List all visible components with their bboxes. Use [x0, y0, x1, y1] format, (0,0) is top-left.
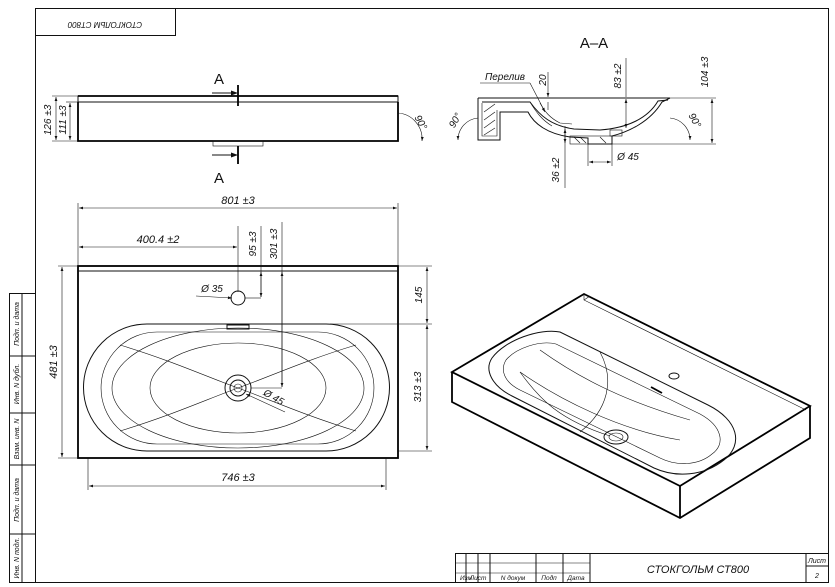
- section-view: А–А Перелив 20 83 ±2: [447, 35, 716, 188]
- cut-label-top: А: [214, 71, 224, 88]
- dim-95: 95 ±3: [248, 231, 259, 256]
- cut-label-bottom: А: [214, 170, 224, 187]
- dim-481: 481 ±3: [48, 344, 60, 378]
- dim-313: 313 ±3: [413, 371, 424, 402]
- col-list: Лист: [469, 575, 487, 582]
- stamp-label-1: Подп. и дата: [13, 302, 21, 346]
- drawing-frame: [35, 8, 829, 583]
- overflow-label: Перелив: [485, 72, 525, 83]
- stamp-label-3: Взам. инв. N: [14, 418, 21, 460]
- mirrored-code-text: СТОКГОЛЬМ СТ800: [67, 20, 142, 29]
- dim-746: 746 ±3: [221, 472, 255, 484]
- dim-801: 801 ±3: [221, 195, 255, 207]
- side-stamp: Подп. и дата Инв. N дубл. Взам. инв. N П…: [9, 293, 36, 583]
- dim-301: 301 ±3: [269, 228, 280, 259]
- iso-view: [450, 292, 812, 520]
- stamp-label-2: Инв. N дубл.: [13, 364, 21, 405]
- dim-d35: Ø 35: [200, 284, 223, 295]
- title-block: Изм Лист N докум Подп Дата СТОКГОЛЬМ СТ8…: [455, 553, 829, 583]
- sec-dim-20: 20: [538, 74, 549, 87]
- side-angle: 90°: [412, 113, 429, 132]
- stamp-label-5: Инв. N подл.: [13, 537, 21, 578]
- sheet-label: Лист: [807, 558, 826, 565]
- sec-dim-83: 83 ±2: [613, 63, 624, 88]
- stamp-label-4: Подп. и дата: [13, 478, 21, 522]
- mirrored-code-box: СТОКГОЛЬМ СТ800: [35, 8, 176, 36]
- dim-400: 400.4 ±2: [137, 234, 180, 246]
- sheet-number: 2: [814, 573, 819, 580]
- section-title: А–А: [580, 35, 608, 52]
- col-doc: N докум: [501, 574, 526, 582]
- dim-145: 145: [414, 286, 425, 303]
- dim-111: 111 ±3: [58, 105, 69, 134]
- col-sign: Подп: [541, 574, 557, 582]
- dim-126: 126 ±3: [43, 104, 54, 135]
- sec-angle-right: 90°: [686, 111, 703, 130]
- col-izm: Изм: [460, 575, 473, 582]
- sec-dim-36: 36 ±2: [551, 157, 562, 182]
- product-title: СТОКГОЛЬМ СТ800: [647, 564, 750, 576]
- sec-dim-104: 104 ±3: [700, 56, 711, 87]
- top-view: 801 ±3 400.4 ±2 95 ±3 301 ±3 Ø 35 145 31…: [48, 195, 432, 490]
- col-date: Дата: [566, 575, 585, 582]
- sec-dim-d45: Ø 45: [616, 152, 639, 163]
- side-view: А А 126 ±3 111 ±3 90°: [43, 71, 429, 187]
